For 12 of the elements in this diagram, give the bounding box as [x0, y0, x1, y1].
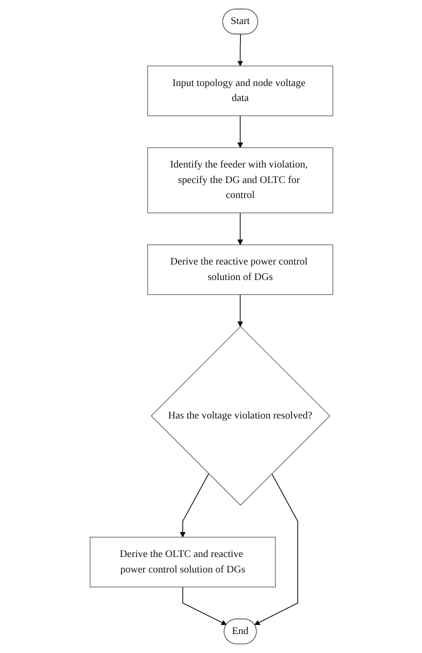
node-box: Input topology and node voltage data: [146, 66, 333, 116]
arrow: [236, 115, 243, 148]
arrow: [236, 294, 243, 327]
node-box: Derive the reactive power control solution of DGs: [146, 244, 333, 295]
node-diamond: Has the voltage violation resolved?: [150, 326, 330, 506]
arrow: [236, 34, 243, 66]
node-box: Identify the feeder with violation, specify the DG and OLTC for control: [146, 147, 333, 214]
arrow: [179, 473, 209, 538]
arrow: [236, 212, 243, 246]
arrow: [254, 473, 298, 626]
node-box: Derive the OLTC and reactive power control solution of DGs: [89, 536, 276, 588]
arrow: [182, 586, 226, 626]
